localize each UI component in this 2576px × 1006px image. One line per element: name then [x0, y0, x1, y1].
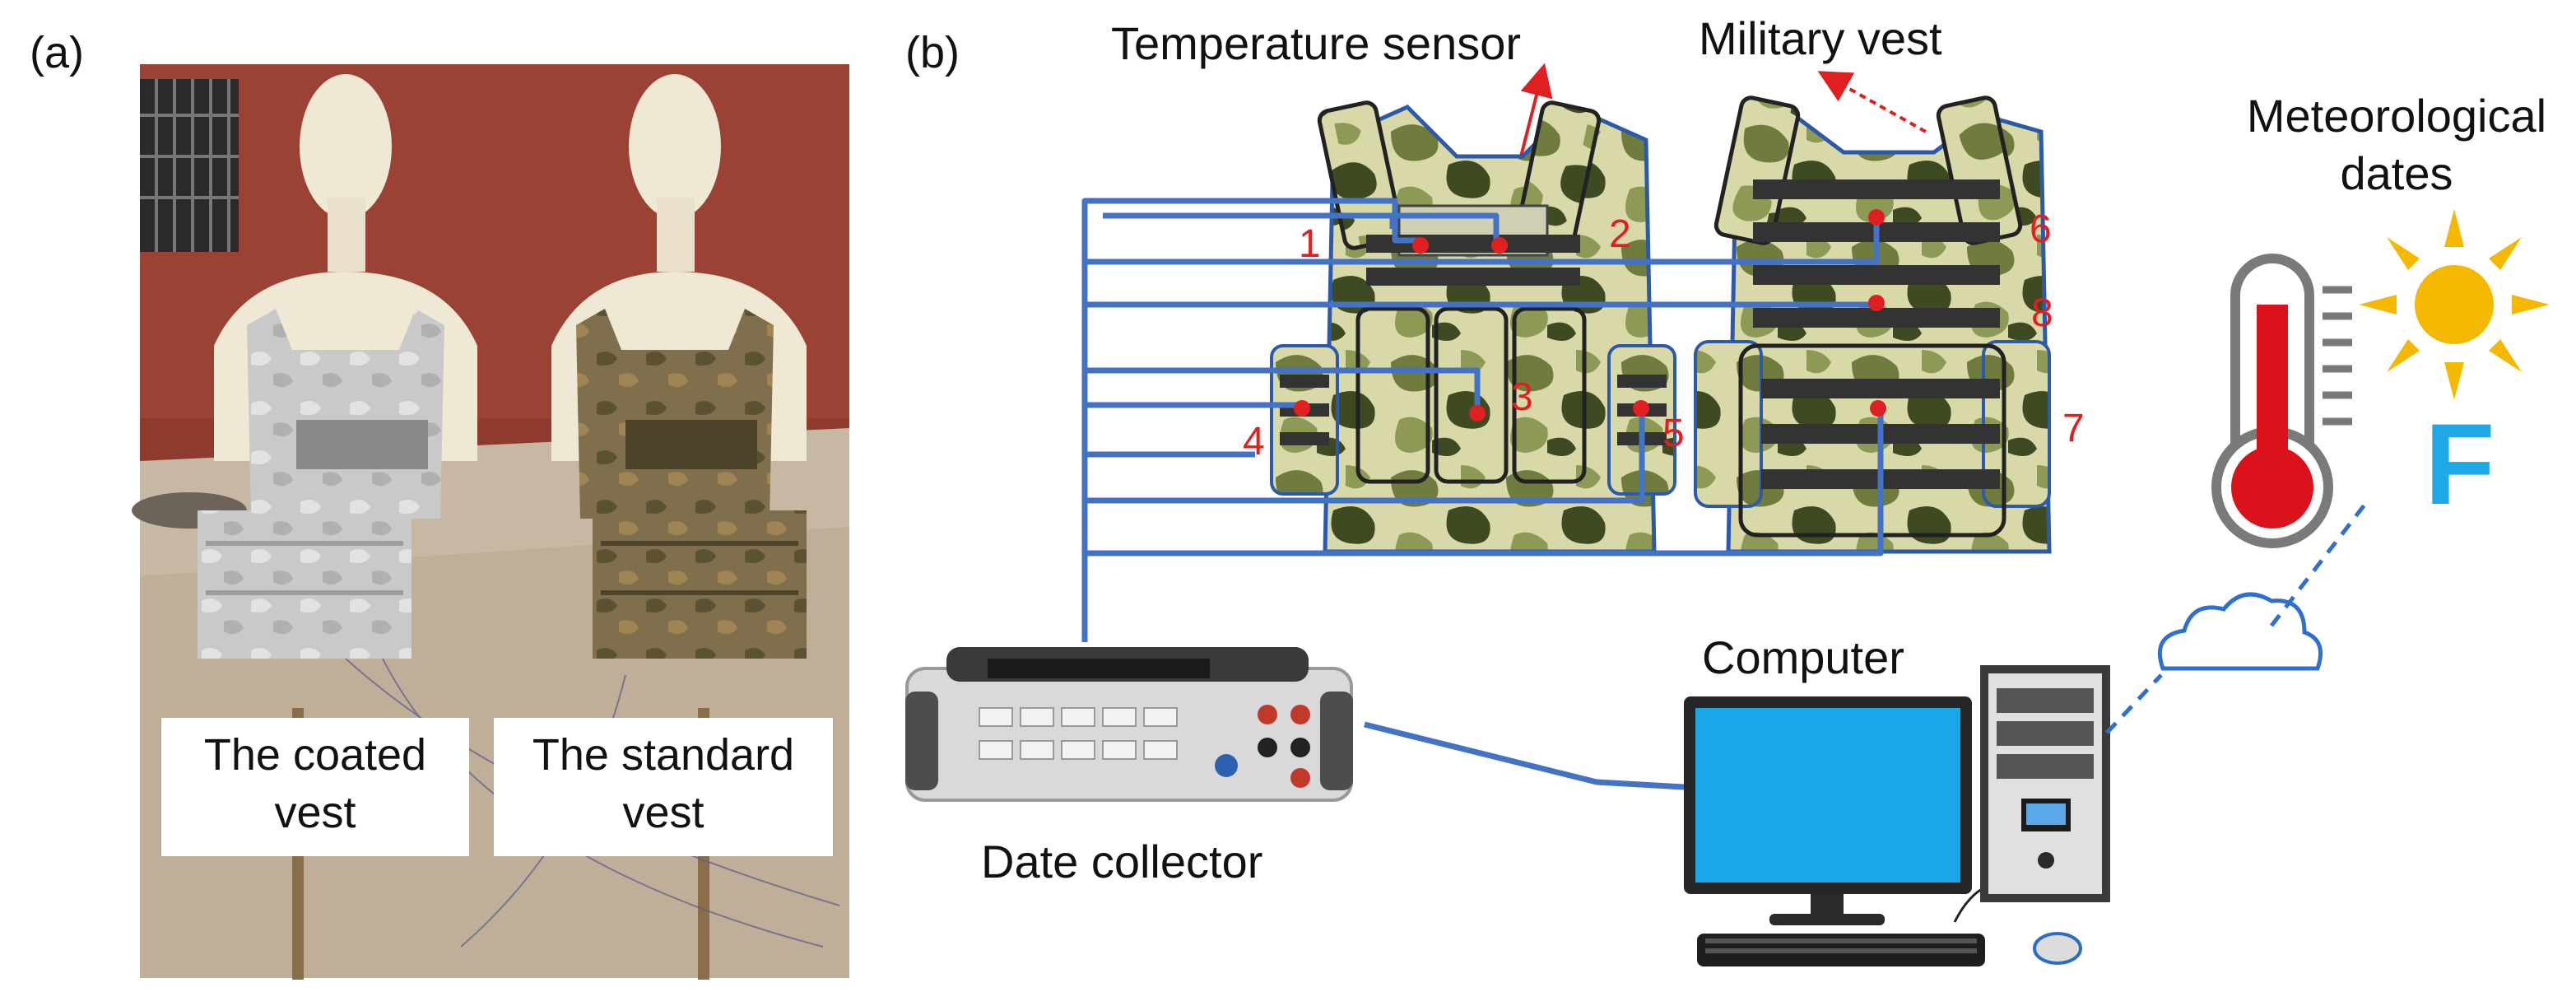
sensor-7-dot — [1870, 400, 1886, 417]
fahrenheit-symbol: F — [2425, 399, 2495, 529]
camouflage-vest-back-icon — [1694, 95, 2052, 554]
sensor-numbers: 1 2 3 4 5 6 7 8 — [1243, 207, 2085, 463]
panel-b-label: (b) — [905, 28, 960, 77]
weather-link-dashed — [2270, 502, 2367, 627]
panel-a-label: (a) — [30, 28, 84, 77]
military-vest-label: Military vest — [1699, 12, 1942, 64]
thermometer-icon — [2211, 254, 2352, 548]
cloud-icon — [2157, 592, 2323, 671]
sun-icon — [2359, 209, 2550, 400]
meteorological-label-line1: Meteorological — [2247, 90, 2546, 142]
caption-coated-line1: The coated — [204, 730, 426, 780]
caption-standard-line1: The standard — [532, 730, 794, 780]
sensor-number-1: 1 — [1299, 222, 1321, 266]
sensor-number-4: 4 — [1243, 420, 1265, 463]
sensor-number-6: 6 — [2030, 207, 2052, 251]
temperature-sensor-label: Temperature sensor — [1111, 17, 1521, 69]
vest-photo-standard — [576, 309, 807, 659]
sensor-1-dot — [1412, 237, 1429, 254]
sensor-5-dot — [1633, 400, 1649, 417]
caption-standard-line2: vest — [622, 788, 704, 837]
desktop-computer-icon — [1684, 665, 2110, 966]
caption-coated-line2: vest — [274, 788, 356, 837]
sensor-2-dot — [1491, 237, 1508, 254]
sensor-3-dot — [1469, 405, 1486, 421]
sensor-4-dot — [1294, 400, 1310, 417]
sensor-points — [1294, 209, 1886, 421]
sensor-number-2: 2 — [1609, 212, 1631, 256]
computer-label: Computer — [1702, 631, 1904, 683]
sensor-6-dot — [1868, 209, 1885, 226]
data-logger-icon — [905, 647, 1353, 802]
sensor-number-5: 5 — [1662, 412, 1685, 455]
vest-photo-coated — [198, 309, 444, 659]
sensor-wiring — [1081, 198, 1884, 790]
window-grille — [140, 79, 239, 252]
meteorological-label-line2: dates — [2341, 147, 2453, 199]
photo-panel: The coated vest The standard vest — [132, 64, 849, 980]
vest-pointer-arrow — [1817, 71, 1927, 133]
camouflage-vest-front-icon — [1270, 100, 1676, 554]
date-collector-label: Date collector — [981, 836, 1262, 887]
sensor-number-8: 8 — [2031, 291, 2053, 335]
data-link-dashed — [2105, 673, 2163, 734]
sensor-number-7: 7 — [2062, 407, 2085, 450]
sensor-number-3: 3 — [1511, 375, 1533, 419]
sensor-8-dot — [1868, 295, 1885, 311]
